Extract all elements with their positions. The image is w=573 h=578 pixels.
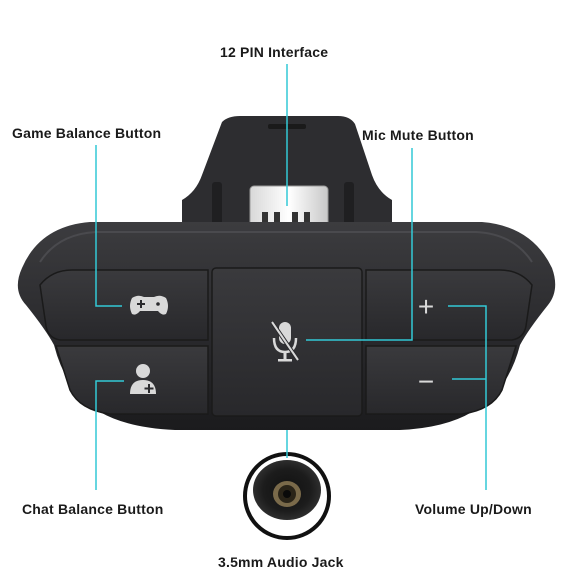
- audio-jack-inset: [243, 452, 331, 540]
- label-chat-balance-button: Chat Balance Button: [22, 501, 164, 517]
- gamepad-plus-icon: [130, 295, 168, 315]
- volume-up-symbol: +: [418, 291, 434, 322]
- volume-up-button[interactable]: [365, 269, 533, 341]
- label-game-balance-button: Game Balance Button: [12, 125, 162, 141]
- microphone-muted-icon: [270, 320, 300, 362]
- chat-balance-button[interactable]: [54, 345, 209, 415]
- callout-line-chat: [95, 380, 124, 490]
- callout-line-game: [95, 145, 122, 307]
- label-12-pin-interface: 12 PIN Interface: [220, 44, 329, 60]
- callout-line-mic: [306, 148, 413, 341]
- label-mic-mute-button: Mic Mute Button: [362, 127, 474, 143]
- label-volume-up-down: Volume Up/Down: [415, 501, 532, 517]
- label-audio-jack: 3.5mm Audio Jack: [218, 554, 344, 570]
- callout-line-vol-up: [448, 305, 487, 490]
- volume-down-symbol: −: [418, 366, 434, 397]
- body-highlight: [39, 231, 533, 263]
- volume-down-button[interactable]: [365, 345, 518, 415]
- callout-lines: [95, 64, 487, 490]
- person-plus-icon: [130, 364, 156, 394]
- game-balance-button[interactable]: [39, 269, 209, 341]
